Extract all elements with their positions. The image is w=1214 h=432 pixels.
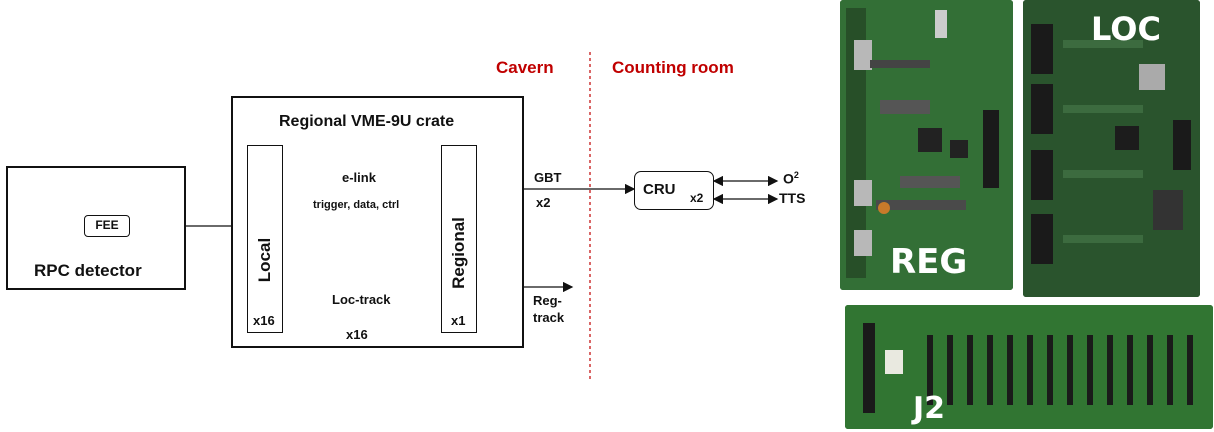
fee-box: FEE <box>84 215 130 237</box>
loc-board-photo: LOC <box>1023 0 1200 297</box>
reg-photo-label: REG <box>890 242 967 282</box>
local-multiplicity: x16 <box>253 313 275 328</box>
reg-track-label-1: Reg- <box>533 293 562 308</box>
o2-text: O <box>783 171 794 187</box>
rpc-detector-label: RPC detector <box>34 261 142 281</box>
elink-sub-label: trigger, data, ctrl <box>313 199 399 211</box>
crate-title: Regional VME-9U crate <box>279 113 454 131</box>
cru-multiplicity: x2 <box>690 191 703 205</box>
loc-track-label: Loc-track <box>332 292 391 307</box>
gbt-label: GBT <box>534 170 561 185</box>
local-label: Local <box>255 225 275 295</box>
cavern-label: Cavern <box>496 58 554 78</box>
loc-photo-label: LOC <box>1091 10 1161 48</box>
counting-room-label: Counting room <box>612 58 734 78</box>
loc-track-multiplicity: x16 <box>346 327 368 342</box>
j2-photo-label: J2 <box>913 391 945 426</box>
cru-label: CRU <box>643 181 676 198</box>
tts-label: TTS <box>779 190 805 206</box>
gbt-multiplicity: x2 <box>536 195 550 210</box>
o2-superscript: 2 <box>794 170 799 180</box>
elink-label: e-link <box>342 170 376 185</box>
j2-backplane-photo: J2 <box>845 305 1213 429</box>
j2-backplane-art <box>845 305 1213 429</box>
reg-board-photo: REG <box>840 0 1013 290</box>
cru-box: CRU x2 <box>634 171 714 210</box>
o2-label: O2 <box>783 170 799 187</box>
regional-multiplicity: x1 <box>451 313 465 328</box>
reg-track-label-2: track <box>533 310 564 325</box>
regional-label: Regional <box>449 208 469 298</box>
